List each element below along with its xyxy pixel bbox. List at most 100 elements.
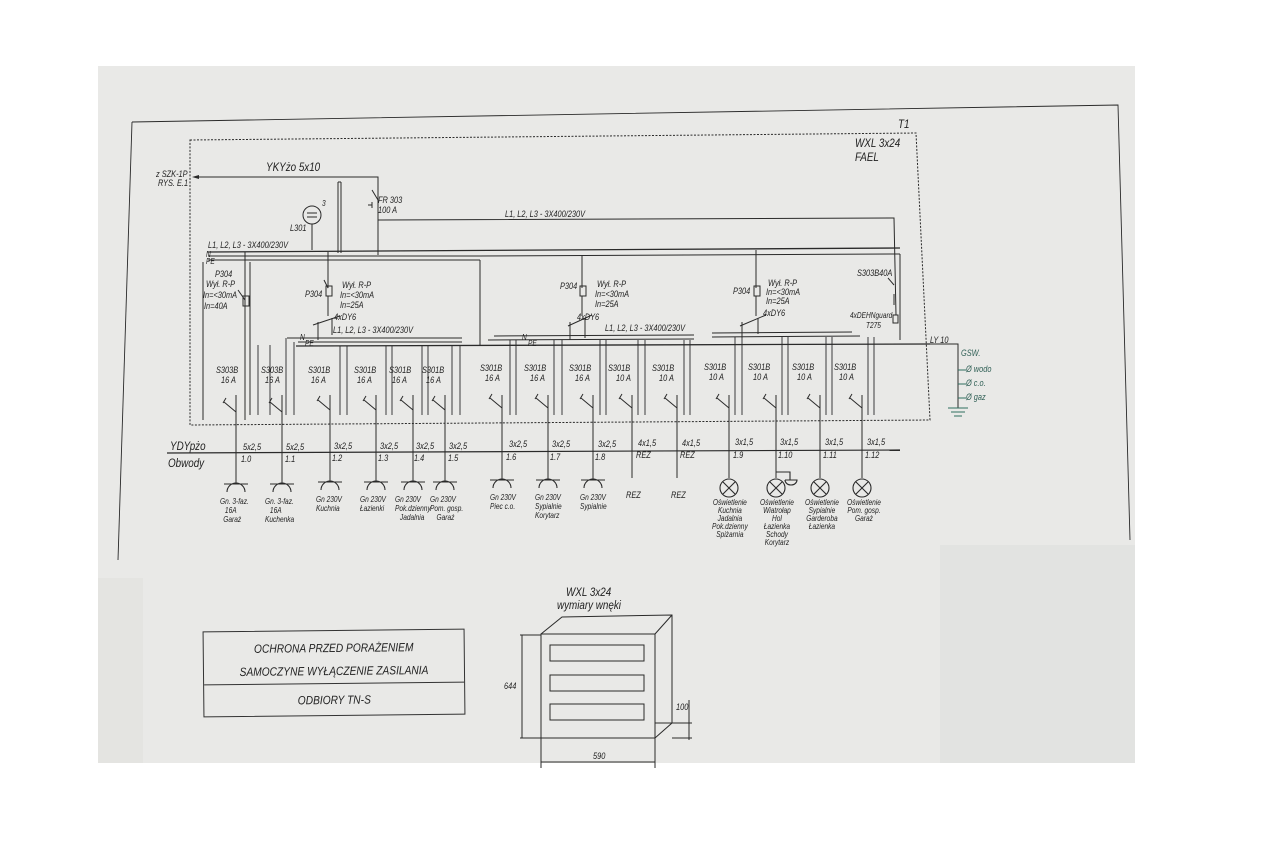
- title-line-2: SAMOCZYNE WYŁĄCZENIE ZASILANIA: [239, 663, 429, 679]
- circuit-number: 1.4: [414, 453, 425, 463]
- circuit-number: 1.0: [241, 454, 252, 464]
- circuit-number: 1.5: [448, 453, 459, 463]
- group2-pe-label: PE: [305, 339, 314, 348]
- breaker-type: S301B: [704, 362, 727, 372]
- group2-bus-label: L1, L2, L3 - 3X400/230V: [333, 325, 414, 335]
- cable-spec: 3x2,5: [416, 441, 435, 451]
- circuit-number: 1.7: [550, 452, 561, 462]
- rcd2-type: Wył. R-P: [342, 280, 372, 290]
- breaker-type: S301B: [480, 363, 503, 373]
- breaker-rating: 10 A: [709, 372, 724, 382]
- circuit-number: 1.11: [823, 450, 837, 460]
- surge-arrester-type: T275: [866, 321, 881, 330]
- circuit-number: 1.3: [378, 453, 389, 463]
- breaker-rating: 10 A: [797, 372, 812, 382]
- earth-conductor: LY 10: [930, 335, 949, 345]
- load-label: REZ: [626, 490, 641, 500]
- load-label: REZ: [671, 490, 686, 500]
- rcd4-in: In=25A: [766, 296, 790, 306]
- circuits-row-label: Obwody: [168, 456, 205, 470]
- breaker-rating: 16 A: [426, 375, 441, 385]
- cable-spec: 5x2,5: [243, 442, 262, 452]
- breaker-type: S301B: [608, 363, 631, 373]
- breaker-rating: 16 A: [265, 375, 280, 385]
- main-bus-label: L1, L2, L3 - 3X400/230V: [208, 240, 289, 250]
- breaker-rating: 16 A: [485, 373, 500, 383]
- cable-spec: 3x1,5: [867, 437, 886, 447]
- breaker-type: S303B: [216, 365, 239, 375]
- rcd1-idn: In=<30mA: [203, 290, 238, 300]
- title-line-3: ODBIORY TN-S: [297, 692, 371, 708]
- rcd1-type: Wył. R-P: [206, 279, 236, 289]
- breaker-rating: 10 A: [839, 372, 854, 382]
- pe-label: PE: [206, 257, 215, 266]
- sheet-shadow-left: [98, 578, 143, 763]
- niche-depth: 100: [676, 702, 689, 712]
- breaker-rating: 10 A: [659, 373, 674, 383]
- breaker-rating: 10 A: [616, 373, 631, 383]
- breaker-type: S301B: [389, 365, 412, 375]
- breaker-type: S301B: [834, 362, 857, 372]
- breaker-rating: 16 A: [311, 375, 326, 385]
- circuit-number: 1.6: [506, 452, 517, 462]
- surge-arrester: 4xDEHNguard: [850, 311, 893, 320]
- enclosure-maker: FAEL: [855, 150, 879, 164]
- title-block: OCHRONA PRZED PORAŻENIEM SAMOCZYNE WYŁĄC…: [202, 628, 466, 718]
- rcd4-surge: 4xDY6: [763, 308, 786, 318]
- circuit-number: 1.10: [778, 450, 793, 460]
- title-line-1: OCHRONA PRZED PORAŻENIEM: [253, 640, 414, 656]
- circuit-number: REZ: [636, 450, 651, 460]
- cable-spec: 3x1,5: [735, 437, 754, 447]
- cable-spec: 4x1,5: [638, 438, 657, 448]
- rcd4-idn: In=<30mA: [766, 287, 801, 297]
- circuit-number: 1.12: [865, 450, 880, 460]
- supply-cable-label: YKYżo 5x10: [266, 160, 321, 174]
- main-switch-rating: 100 A: [378, 205, 398, 215]
- breaker-rating: 16 A: [392, 375, 407, 385]
- rcd3-id: P304: [560, 281, 578, 291]
- cable-spec: 5x2,5: [286, 442, 305, 452]
- rcd2-in: In=25A: [340, 300, 364, 310]
- surge-breaker: S303B40A: [857, 268, 893, 278]
- rcd2-surge: 4xDY6: [334, 312, 357, 322]
- breaker-type: S303B: [261, 365, 284, 375]
- rcd3-in: In=25A: [595, 299, 619, 309]
- earth-bar-label: GSW.: [961, 348, 981, 358]
- supply-source-line1: z SZK-1P: [156, 169, 188, 179]
- breaker-type: S301B: [524, 363, 547, 373]
- group2-n-label: N: [300, 333, 305, 342]
- rcd3-surge: 4xDY6: [577, 312, 600, 322]
- breaker-type: S301B: [422, 365, 445, 375]
- circuit-number: 1.2: [332, 453, 343, 463]
- rcd2-idn: In=<30mA: [340, 290, 375, 300]
- cable-spec: 3x2,5: [598, 439, 617, 449]
- cable-spec: 3x1,5: [780, 437, 799, 447]
- breaker-rating: 16 A: [221, 375, 236, 385]
- meter-id: L301: [290, 223, 307, 233]
- niche-title: WXL 3x24: [566, 585, 612, 599]
- breaker-type: S301B: [569, 363, 592, 373]
- cable-spec: 3x2,5: [552, 439, 571, 449]
- breaker-type: S301B: [748, 362, 771, 372]
- circuit-number: 1.8: [595, 452, 606, 462]
- cable-spec: 3x2,5: [509, 439, 528, 449]
- circuit-number: REZ: [680, 450, 695, 460]
- circuit-number: 1.9: [733, 450, 744, 460]
- rcd1-id: P304: [215, 269, 233, 279]
- niche-width: 590: [593, 751, 606, 761]
- earth-conn-gas: Ø gaz: [966, 392, 986, 402]
- cable-spec: 3x2,5: [380, 441, 399, 451]
- rcd4-type: Wył. R-P: [768, 278, 798, 288]
- rcd4-id: P304: [733, 286, 751, 296]
- cable-spec: 3x1,5: [825, 437, 844, 447]
- group3-n-label: N: [522, 333, 527, 342]
- breaker-type: S301B: [354, 365, 377, 375]
- niche-height: 644: [504, 681, 517, 691]
